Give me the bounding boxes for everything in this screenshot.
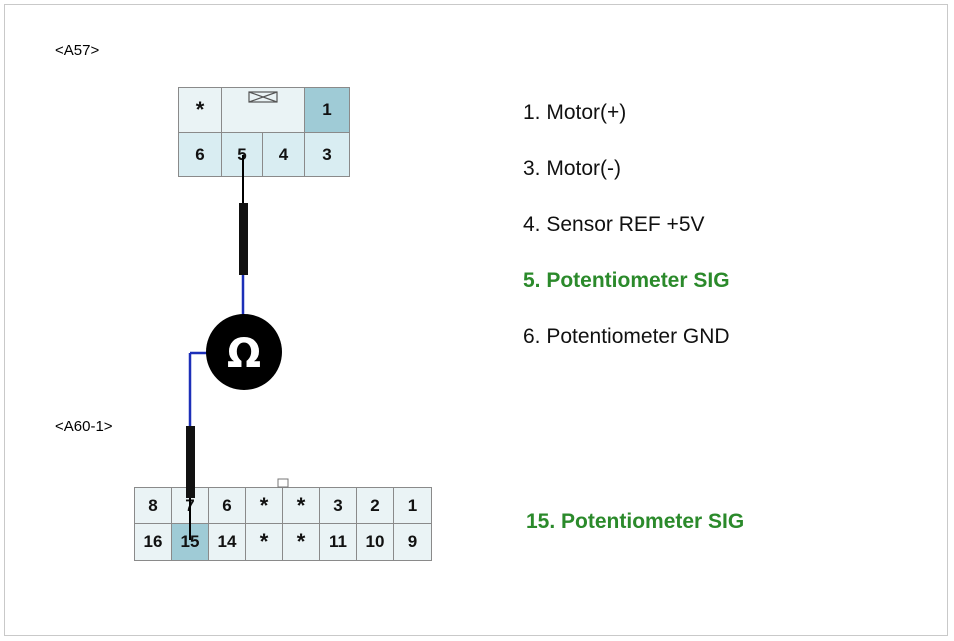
diagram-frame [4,4,948,636]
pin-description-6: 6. Potentiometer GND [523,325,730,348]
a60-pin-star: * [282,487,320,524]
a57-key-slot [221,87,305,133]
connector-a60-label: <A60-1> [55,418,113,435]
a60-pin-14: 14 [208,523,246,561]
connector-key-icon [248,91,278,103]
connector-a57-label: <A57> [55,42,100,59]
ohmmeter-icon: Ω [206,314,282,390]
a60-pin-11: 11 [319,523,357,561]
a57-pin-3: 3 [304,132,350,177]
a60-pin-star: * [245,487,283,524]
ohm-symbol: Ω [227,331,261,377]
a60-pin-9: 9 [393,523,432,561]
pin-description-4: 4. Sensor REF +5V [523,213,705,236]
probe-a57 [239,155,248,320]
a60-pin-6: 6 [208,487,246,524]
pin-description-15: 15. Potentiometer SIG [526,510,745,533]
a60-pin-10: 10 [356,523,394,561]
pin-description-5: 5. Potentiometer SIG [523,269,730,292]
probe-a60 [186,351,208,540]
pin-description-1: 1. Motor(+) [523,101,627,124]
a57-pin-4: 4 [262,132,305,177]
connector-latch-icon [277,478,289,488]
a60-pin-1: 1 [393,487,432,524]
pin-description-3: 3. Motor(-) [523,157,622,180]
a60-pin-star: * [245,523,283,561]
